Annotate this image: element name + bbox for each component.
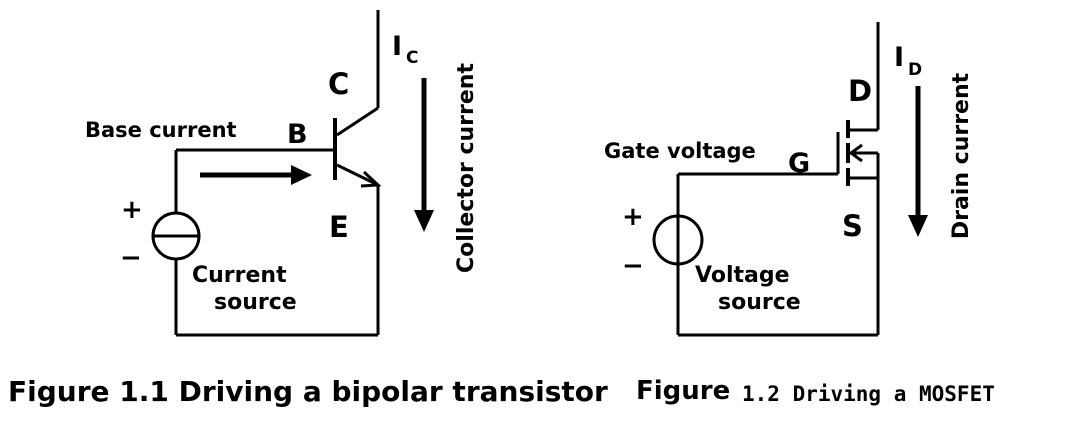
figure-1-caption: Figure 1.1 Driving a bipolar transistor: [8, 375, 608, 408]
terminal-e-label: E: [329, 210, 349, 244]
figure-2-caption-rest: 1.2 Driving a MOSFET: [742, 382, 995, 406]
plus-sign: +: [121, 195, 143, 225]
mosfet-circuit: Gate voltage G D S I D Drain current + −…: [604, 22, 974, 337]
id-label: I: [894, 42, 904, 73]
voltage-source-label-line2: source: [718, 290, 801, 315]
plus-sign-2: +: [622, 202, 644, 232]
figure-2-caption-word: Figure: [636, 376, 730, 406]
emitter-lead: [336, 163, 379, 187]
bipolar-circuit: Base current B C E I C Collector current…: [85, 10, 479, 337]
terminal-g-label: G: [788, 148, 810, 179]
base-current-label: Base current: [85, 118, 237, 142]
terminal-b-label: B: [287, 119, 308, 150]
base-current-arrowhead-icon: [291, 165, 312, 185]
minus-sign: −: [120, 243, 142, 273]
voltage-source-label-line1: Voltage: [695, 263, 790, 288]
ic-subscript: C: [406, 48, 418, 68]
source-label-line1: Current: [192, 263, 287, 288]
terminal-s-label: S: [842, 209, 863, 243]
terminal-d-label: D: [848, 74, 872, 108]
terminal-c-label: C: [328, 67, 349, 101]
collector-current-label: Collector current: [454, 63, 479, 273]
id-subscript: D: [908, 60, 922, 80]
drain-current-arrowhead-icon: [908, 215, 928, 237]
ic-label: I: [392, 31, 402, 62]
collector-lead: [336, 106, 379, 137]
minus-sign-2: −: [622, 251, 644, 281]
collector-current-arrowhead-icon: [414, 210, 434, 232]
drain-current-label: Drain current: [949, 72, 974, 239]
source-label-line2: source: [214, 290, 297, 315]
body-arrow-icon: [848, 143, 863, 163]
gate-voltage-label: Gate voltage: [604, 139, 756, 163]
